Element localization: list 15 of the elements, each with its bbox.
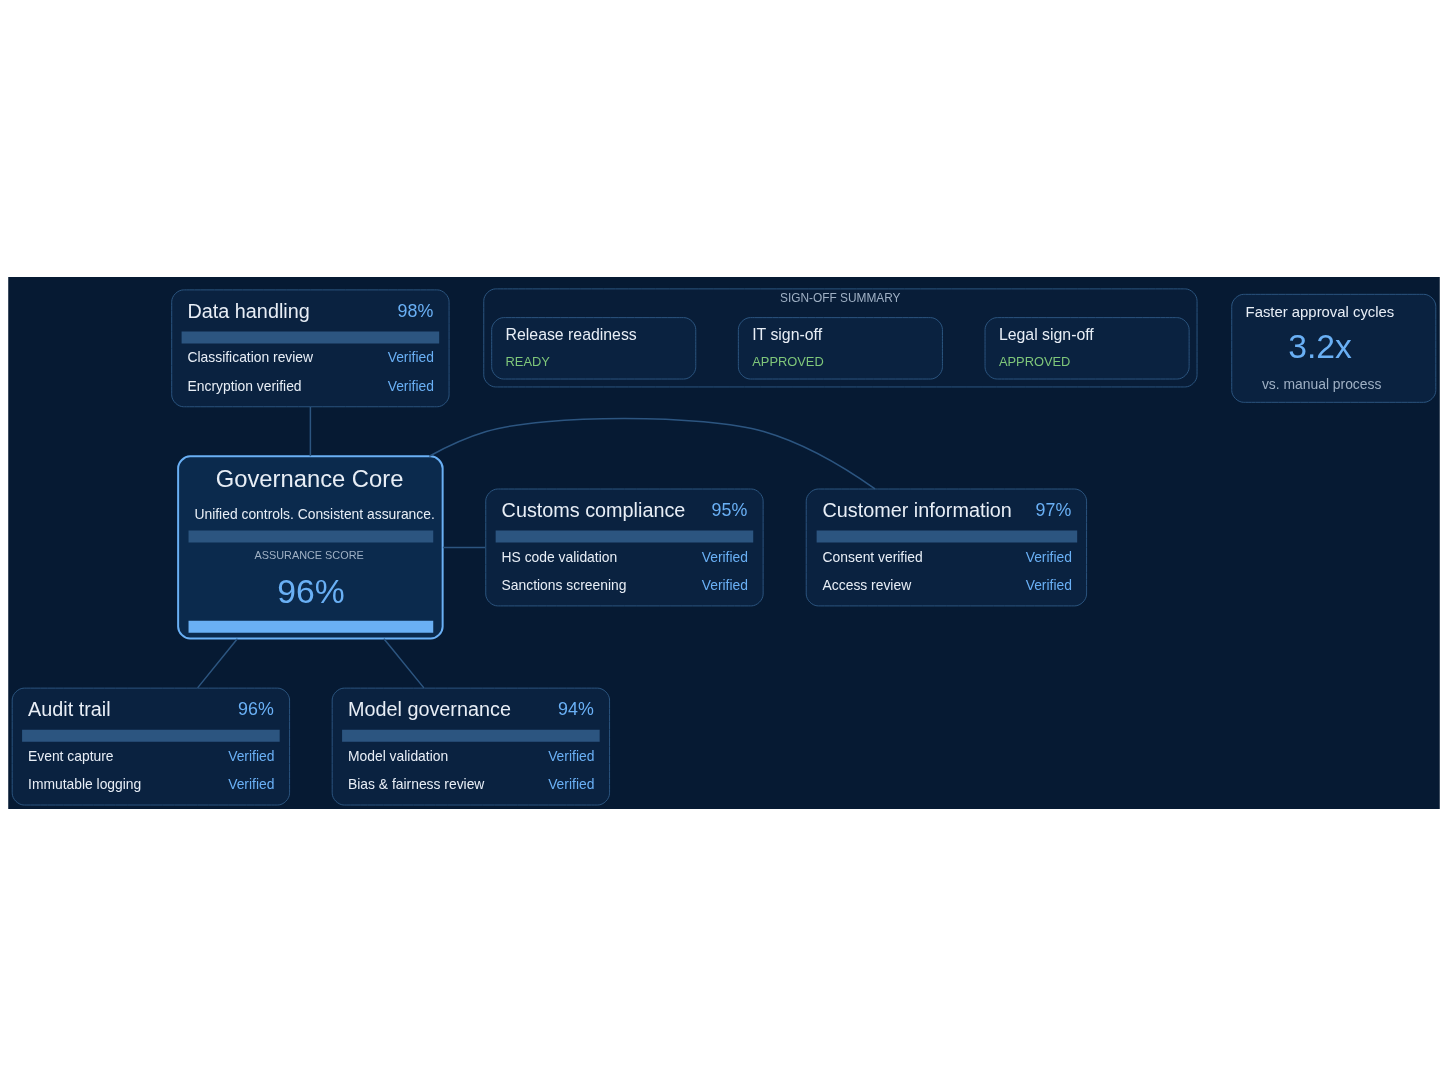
node-box: Faster approval cycles 3.2x vs. manual process	[1231, 293, 1437, 403]
node-box: Legal sign-off APPROVED	[984, 317, 1190, 380]
connector	[428, 417, 876, 490]
node-box: Release readiness READY	[491, 317, 697, 380]
node-box: IT sign-off APPROVED	[737, 317, 943, 380]
node-box: Customs compliance 95% HS code validation Verified Sanctions screening Verified	[485, 488, 764, 607]
node-box: Audit trail 96% Event capture Verified Immutable logging Verified	[11, 687, 291, 806]
connector	[383, 637, 425, 689]
connector	[196, 637, 239, 689]
node-box: Model governance 94% Model validation Verified Bias & fairness review Verified	[331, 687, 611, 806]
connector	[309, 406, 312, 457]
node-box: Data handling 98% Classification review Verified Encryption verified Verified	[171, 289, 450, 408]
connector	[442, 546, 487, 549]
node-box: Governance Core Unified controls. Consistent assurance. ASSURANCE SCORE 96%	[177, 455, 444, 640]
node-box: Customer information 97% Consent verified Verified Access review Verified	[805, 488, 1088, 607]
